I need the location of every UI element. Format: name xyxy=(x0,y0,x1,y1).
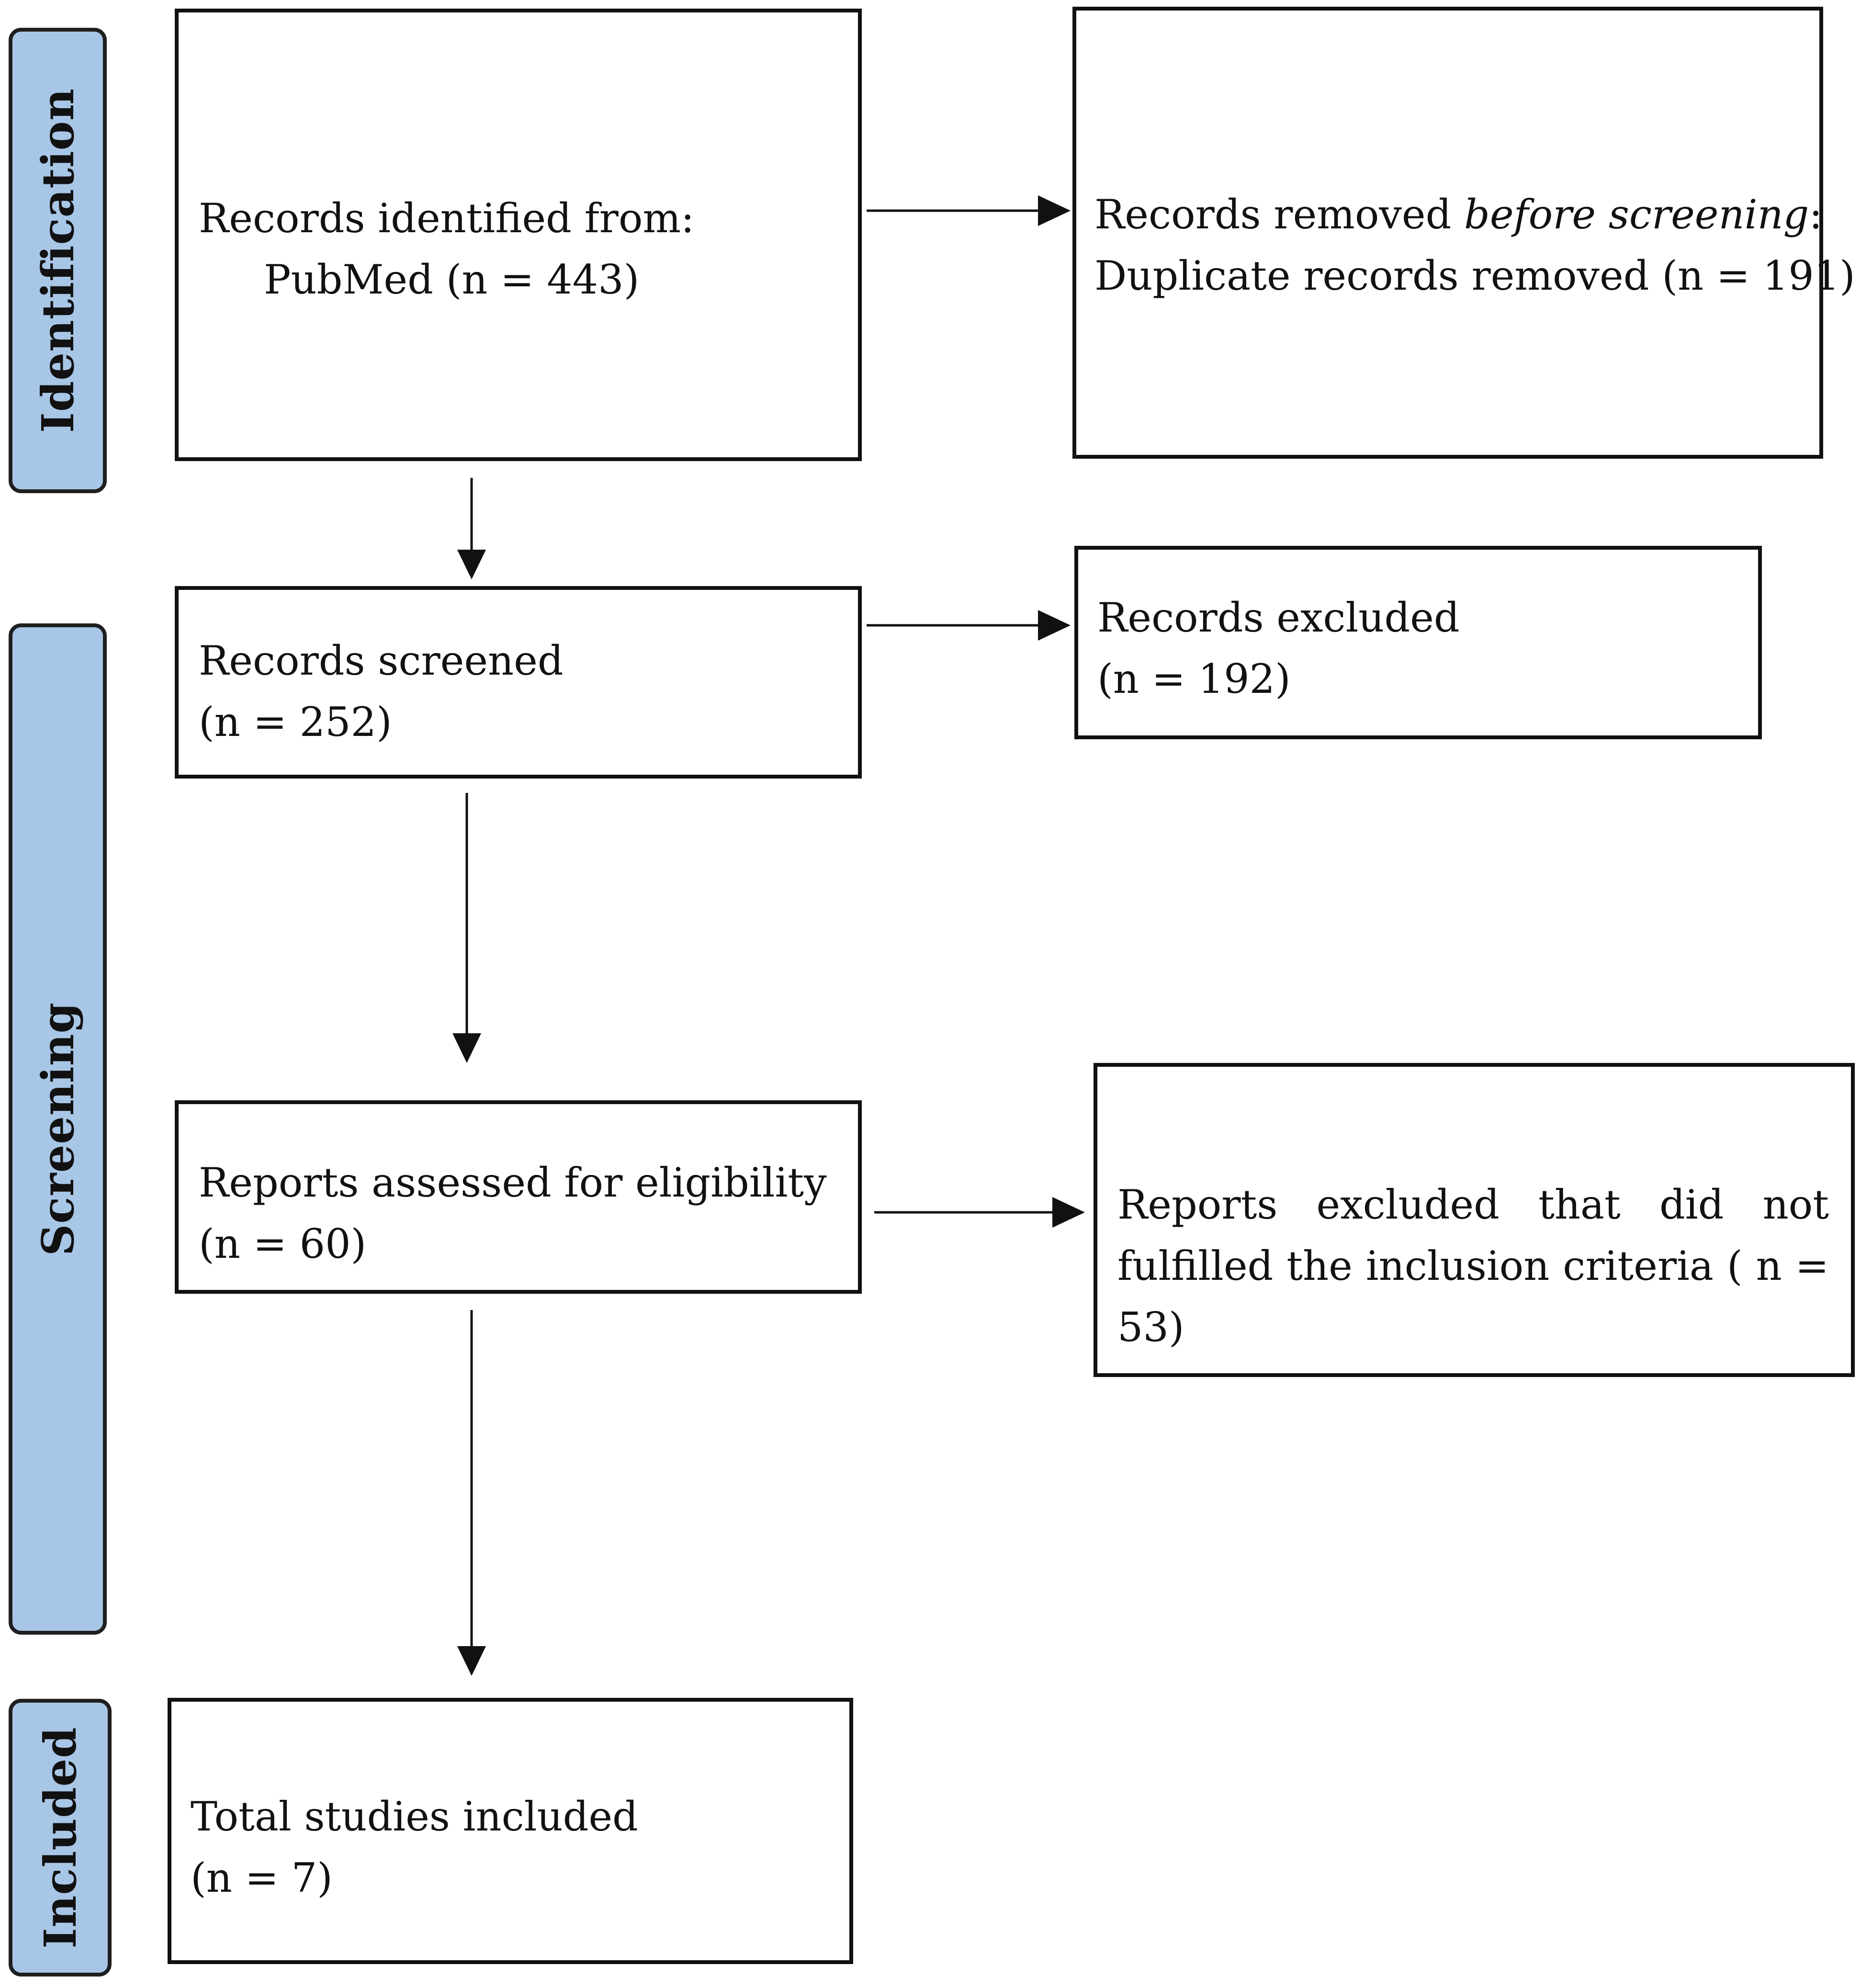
records-screened-label: Records screened xyxy=(199,637,564,684)
records-identified-box: Records identified from: PubMed (n = 443… xyxy=(175,9,862,461)
records-identified-label: Records identified from: xyxy=(199,195,695,242)
total-included-count: (n = 7) xyxy=(191,1854,333,1901)
reports-assessed-label: Reports assessed for eligibility xyxy=(199,1159,827,1206)
records-removed-italic: before screening xyxy=(1464,191,1809,238)
records-excluded-box: Records excluded (n = 192) xyxy=(1074,546,1762,739)
arrow-screened-to-excluded xyxy=(867,610,1071,641)
reports-excluded-text: Reports excluded that did not fulfilled … xyxy=(1117,1181,1829,1351)
arrow-identified-to-screened xyxy=(457,478,486,579)
stage-screening-label: Screening xyxy=(32,1002,84,1256)
reports-excluded-box: Reports excluded that did not fulfilled … xyxy=(1094,1063,1855,1377)
reports-assessed-box: Reports assessed for eligibility (n = 60… xyxy=(175,1100,862,1294)
records-screened-count: (n = 252) xyxy=(199,699,392,746)
arrow-assessed-to-included xyxy=(457,1310,486,1676)
records-screened-box: Records screened (n = 252) xyxy=(175,586,862,779)
records-excluded-label: Records excluded xyxy=(1097,594,1460,641)
records-removed-label: Records removed before screening: xyxy=(1094,184,1855,245)
records-removed-box: Records removed before screening: Duplic… xyxy=(1072,7,1855,459)
stage-included-label: Included xyxy=(34,1727,86,1949)
records-excluded-count: (n = 192) xyxy=(1097,655,1291,702)
arrow-screened-to-assessed xyxy=(452,793,481,1063)
stage-included: Included xyxy=(9,1699,112,1977)
total-included-box: Total studies included (n = 7) xyxy=(168,1698,853,1964)
records-removed-suffix: : xyxy=(1809,191,1823,238)
stage-screening: Screening xyxy=(9,623,107,1635)
records-identified-source: PubMed (n = 443) xyxy=(264,256,640,303)
stage-identification: Identification xyxy=(9,28,107,493)
total-included-label: Total studies included xyxy=(191,1793,638,1840)
arrow-identified-to-removed xyxy=(867,195,1071,226)
records-removed-prefix: Records removed xyxy=(1094,191,1465,238)
records-removed-duplicates: Duplicate records removed (n = 191) xyxy=(1094,252,1855,299)
arrow-assessed-to-reports-excluded xyxy=(874,1197,1085,1228)
stage-identification-label: Identification xyxy=(32,88,84,433)
reports-assessed-count: (n = 60) xyxy=(199,1220,367,1267)
